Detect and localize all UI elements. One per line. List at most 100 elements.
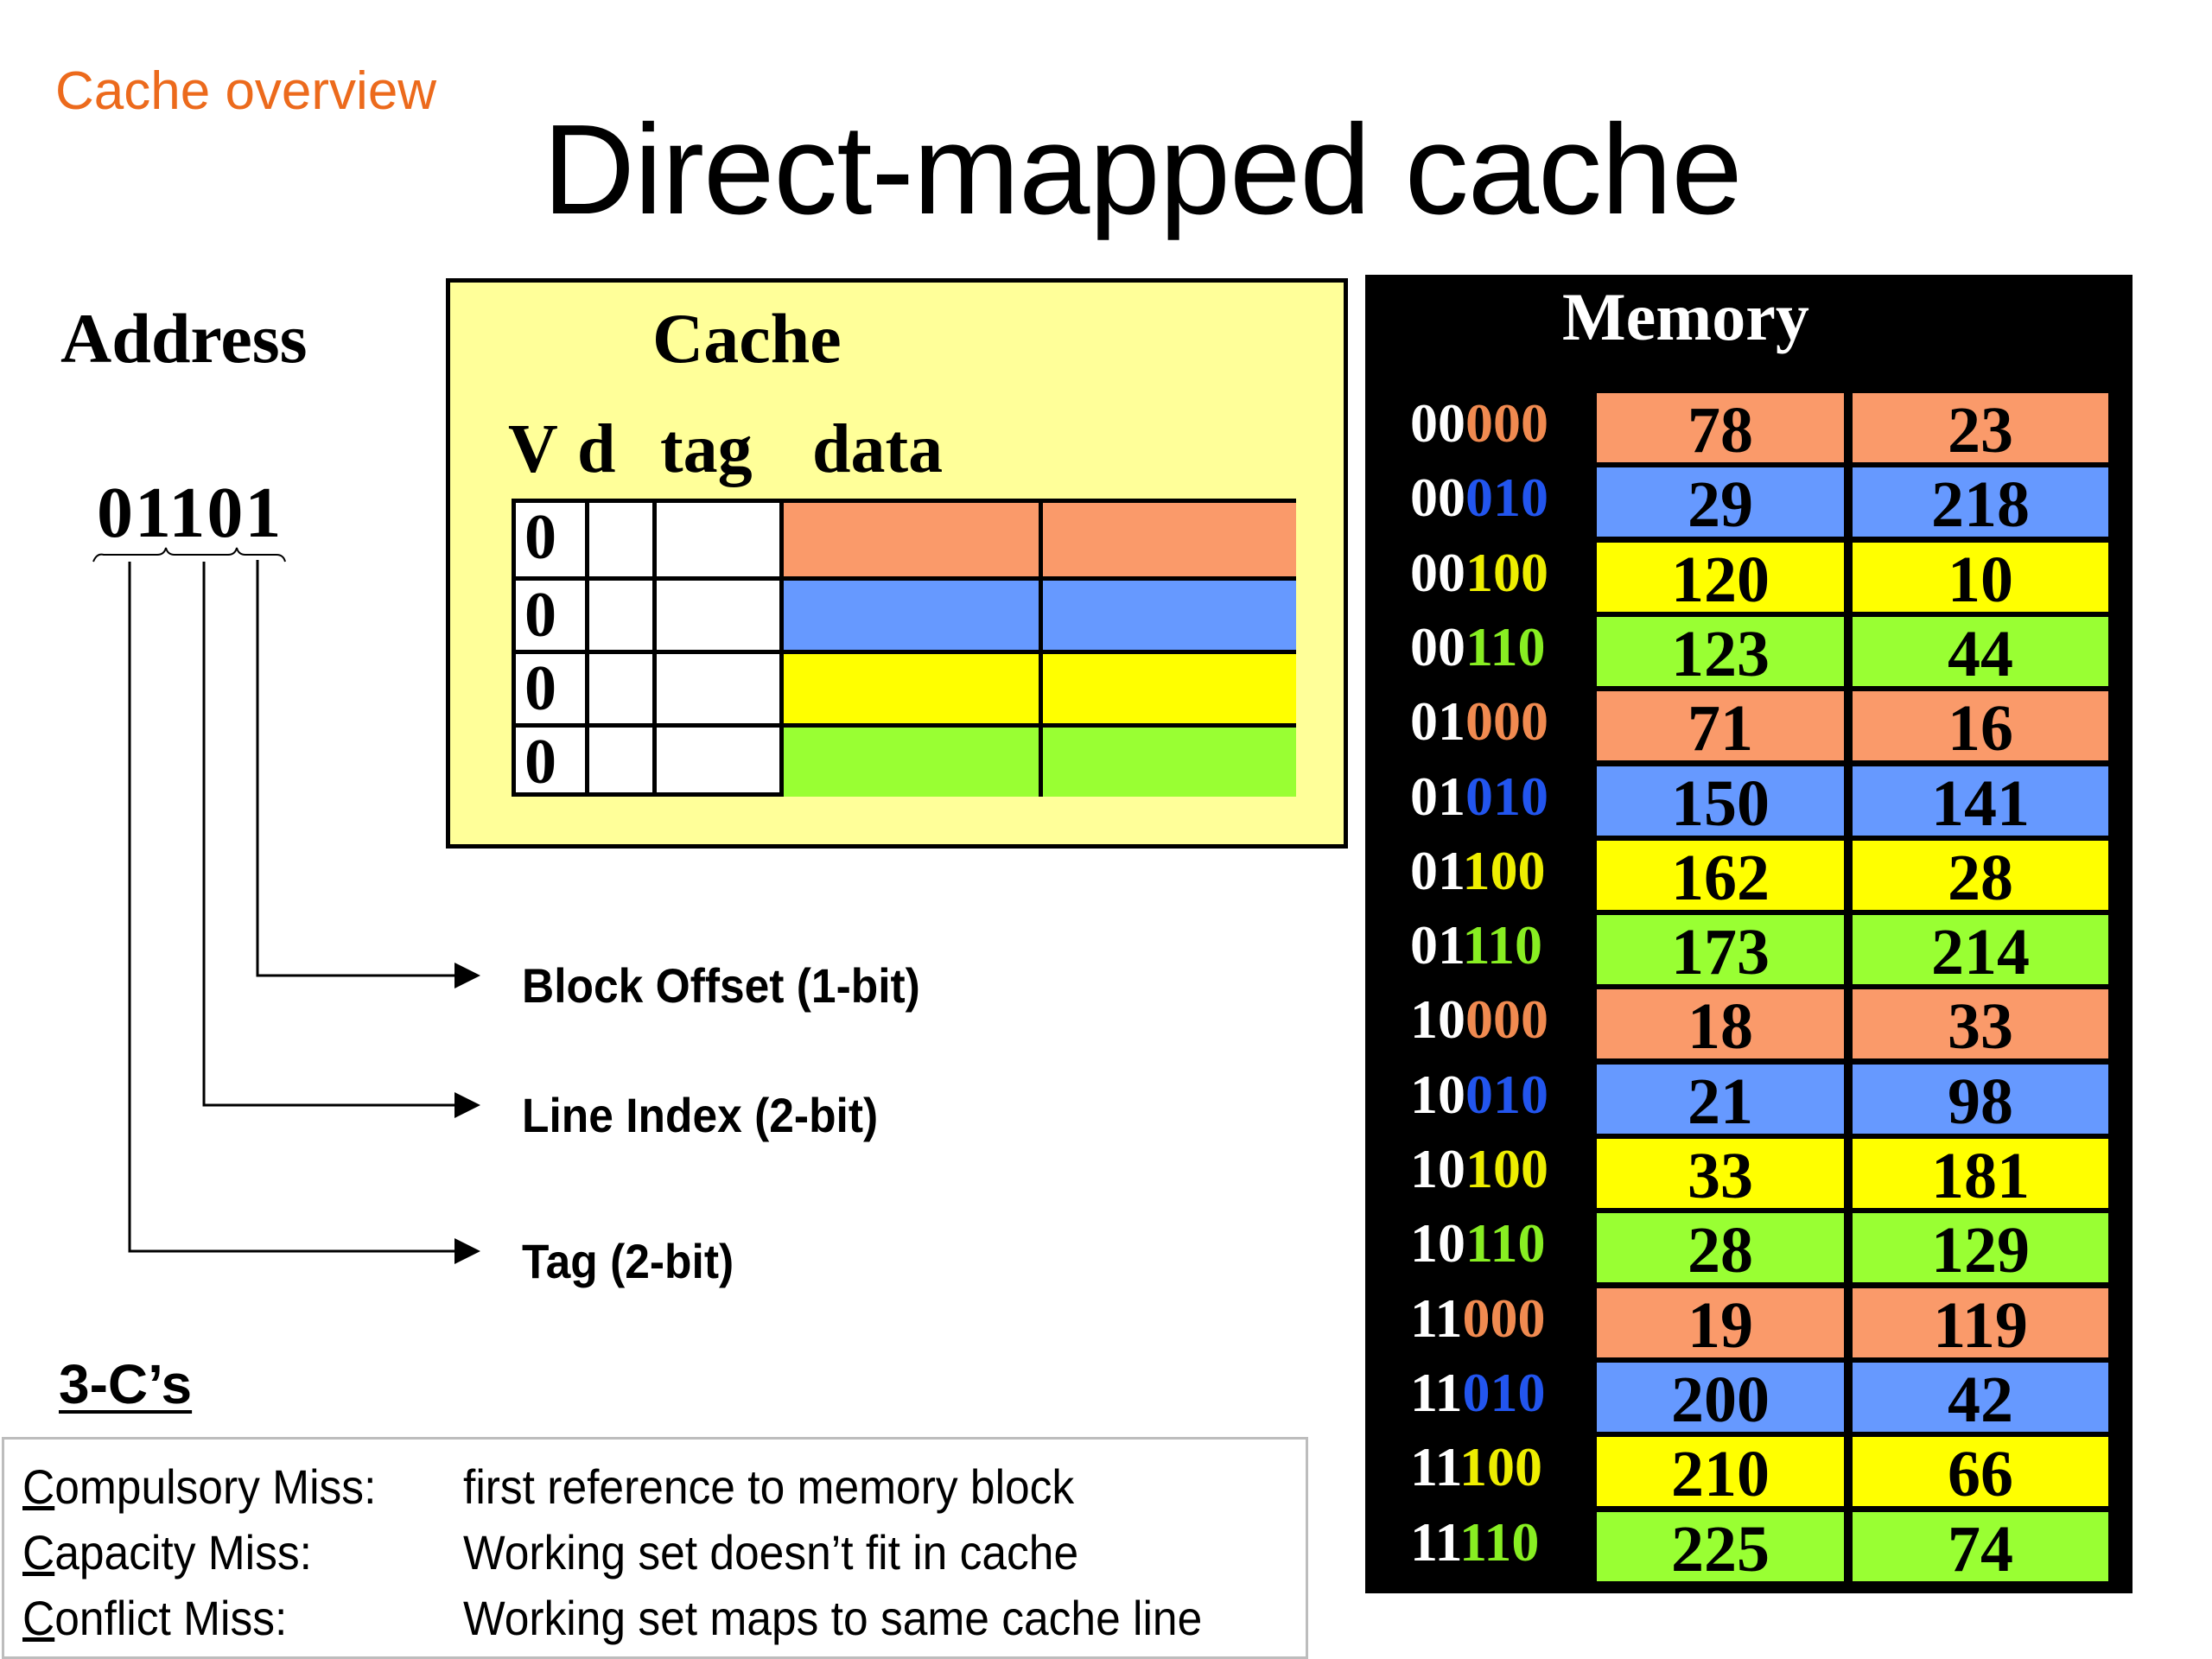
cache-data-cell (779, 728, 1039, 797)
address-tag-bits: 10 (1410, 988, 1465, 1051)
memory-data-cell: 214 (1853, 915, 2108, 988)
cache-data-cell (779, 654, 1039, 723)
memory-data-cell: 200 (1597, 1362, 1844, 1436)
cache-heading: Cache (652, 299, 842, 378)
cache-dirty-bit (585, 503, 652, 576)
address-tag-bits: 01 (1410, 839, 1463, 901)
address-offset-bits: 0 (1521, 467, 1548, 529)
memory-address: 10110 (1410, 1211, 1570, 1275)
address-tag-bits: 00 (1410, 541, 1465, 603)
section-label: Cache overview (55, 61, 437, 121)
memory-data-cell: 21 (1597, 1064, 1844, 1138)
address-tag-bits: 11 (1410, 1510, 1459, 1573)
memory-address: 10100 (1410, 1137, 1570, 1201)
address-tag-bits: 11 (1410, 1361, 1463, 1423)
memory-data-cell: 181 (1853, 1139, 2108, 1212)
address-offset-bits: 0 (1521, 1063, 1548, 1125)
address-tag-bits: 10 (1410, 1138, 1465, 1199)
address-index-bits: 01 (1465, 1063, 1521, 1125)
address-offset-bits: 0 (1521, 541, 1548, 603)
address-offset-bits: 0 (1517, 1212, 1546, 1274)
memory-data-cell: 42 (1853, 1362, 2108, 1436)
memory-address: 01110 (1410, 913, 1570, 977)
address-offset-bits: 0 (1517, 615, 1546, 677)
memory-address: 01100 (1410, 839, 1570, 903)
cache-tag-cell (652, 581, 779, 650)
memory-data-cell: 150 (1597, 766, 1844, 840)
memory-address: 00000 (1410, 391, 1570, 455)
memory-data-cell: 10 (1853, 542, 2108, 616)
address-tag-bits: 01 (1410, 690, 1465, 753)
conflict-miss-name: Conflict Miss: (22, 1591, 288, 1645)
cache-valid-bit: 0 (524, 580, 556, 651)
address-tag-bits: 01 (1410, 914, 1463, 976)
address-offset-bits: 0 (1517, 1361, 1546, 1423)
block-offset-label: Block Offset (1-bit) (522, 958, 920, 1013)
cache-valid-bit: 0 (524, 727, 556, 798)
address-offset-bits: 0 (1514, 1436, 1542, 1498)
cache-tag-cell (652, 503, 779, 576)
address-index-bits: 00 (1465, 392, 1521, 454)
memory-heading: Memory (1562, 279, 1809, 354)
memory-data-cell: 78 (1597, 393, 1844, 467)
address-index-bits: 01 (1465, 765, 1521, 827)
capacity-miss-desc: Working set doesn’t fit in cache (463, 1525, 1079, 1580)
memory-address: 00100 (1410, 541, 1570, 605)
address-value: 01101 (97, 473, 283, 553)
compulsory-miss-name: Compulsory Miss: (22, 1459, 377, 1514)
cache-line: 0 (516, 576, 1296, 651)
cache-line: 0 (516, 650, 1296, 724)
memory-address: 00110 (1410, 615, 1570, 679)
address-heading: Address (60, 299, 308, 378)
memory-data-cell: 129 (1853, 1213, 2108, 1287)
address-index-bits: 10 (1465, 541, 1521, 603)
cache-line: 0 (516, 723, 1296, 798)
index-connector (202, 562, 480, 1118)
memory-address: 01010 (1410, 765, 1570, 829)
address-offset-bits: 0 (1521, 1138, 1548, 1199)
address-index-bits: 10 (1465, 1138, 1521, 1199)
memory-address: 01000 (1410, 690, 1570, 753)
memory-data-cell: 218 (1853, 467, 2108, 541)
address-index-bits: 01 (1462, 1361, 1518, 1423)
cache-col-tag: tag (660, 411, 753, 487)
cache-data-cell (1039, 581, 1296, 650)
memory-data-cell: 28 (1853, 840, 2108, 914)
address-tag-bits: 01 (1410, 765, 1465, 827)
cache-col-data: data (812, 411, 944, 487)
tag-connector (128, 562, 480, 1264)
memory-data-cell: 162 (1597, 840, 1844, 914)
memory-data-cell: 71 (1597, 691, 1844, 765)
address-tag-bits: 11 (1410, 1287, 1463, 1349)
memory-address: 11110 (1410, 1510, 1570, 1574)
address-offset-bits: 0 (1517, 839, 1546, 901)
address-offset-bits: 0 (1521, 765, 1548, 827)
address-index-bits: 00 (1465, 988, 1521, 1051)
address-tag-bits: 00 (1410, 467, 1465, 529)
address-index-bits: 11 (1459, 1510, 1512, 1573)
memory-data-cell: 19 (1597, 1287, 1844, 1362)
address-tag-bits: 10 (1410, 1212, 1465, 1274)
address-index-bits: 10 (1459, 1436, 1515, 1498)
memory-address: 11100 (1410, 1435, 1570, 1499)
miss-types-box (2, 1437, 1308, 1659)
cache-col-valid: V (508, 411, 558, 487)
memory-address: 11010 (1410, 1361, 1570, 1425)
address-index-bits: 11 (1465, 1212, 1518, 1274)
memory-data-cell: 119 (1853, 1287, 2108, 1362)
address-offset-bits: 0 (1521, 392, 1548, 454)
address-tag-bits: 10 (1410, 1063, 1465, 1125)
memory-address: 11000 (1410, 1287, 1570, 1351)
memory-data-cell: 98 (1853, 1064, 2108, 1138)
address-offset-bits: 0 (1517, 1287, 1546, 1349)
cache-col-dirty: d (577, 411, 616, 487)
cache-valid-bit: 0 (524, 653, 556, 724)
cache-data-cell (779, 503, 1039, 576)
address-offset-bits: 0 (1514, 914, 1542, 976)
cache-dirty-bit (585, 654, 652, 723)
memory-data-cell: 33 (1597, 1139, 1844, 1212)
address-offset-bits: 0 (1511, 1510, 1540, 1573)
cache-data-cell (1039, 503, 1296, 576)
memory-data-cell: 66 (1853, 1437, 2108, 1510)
